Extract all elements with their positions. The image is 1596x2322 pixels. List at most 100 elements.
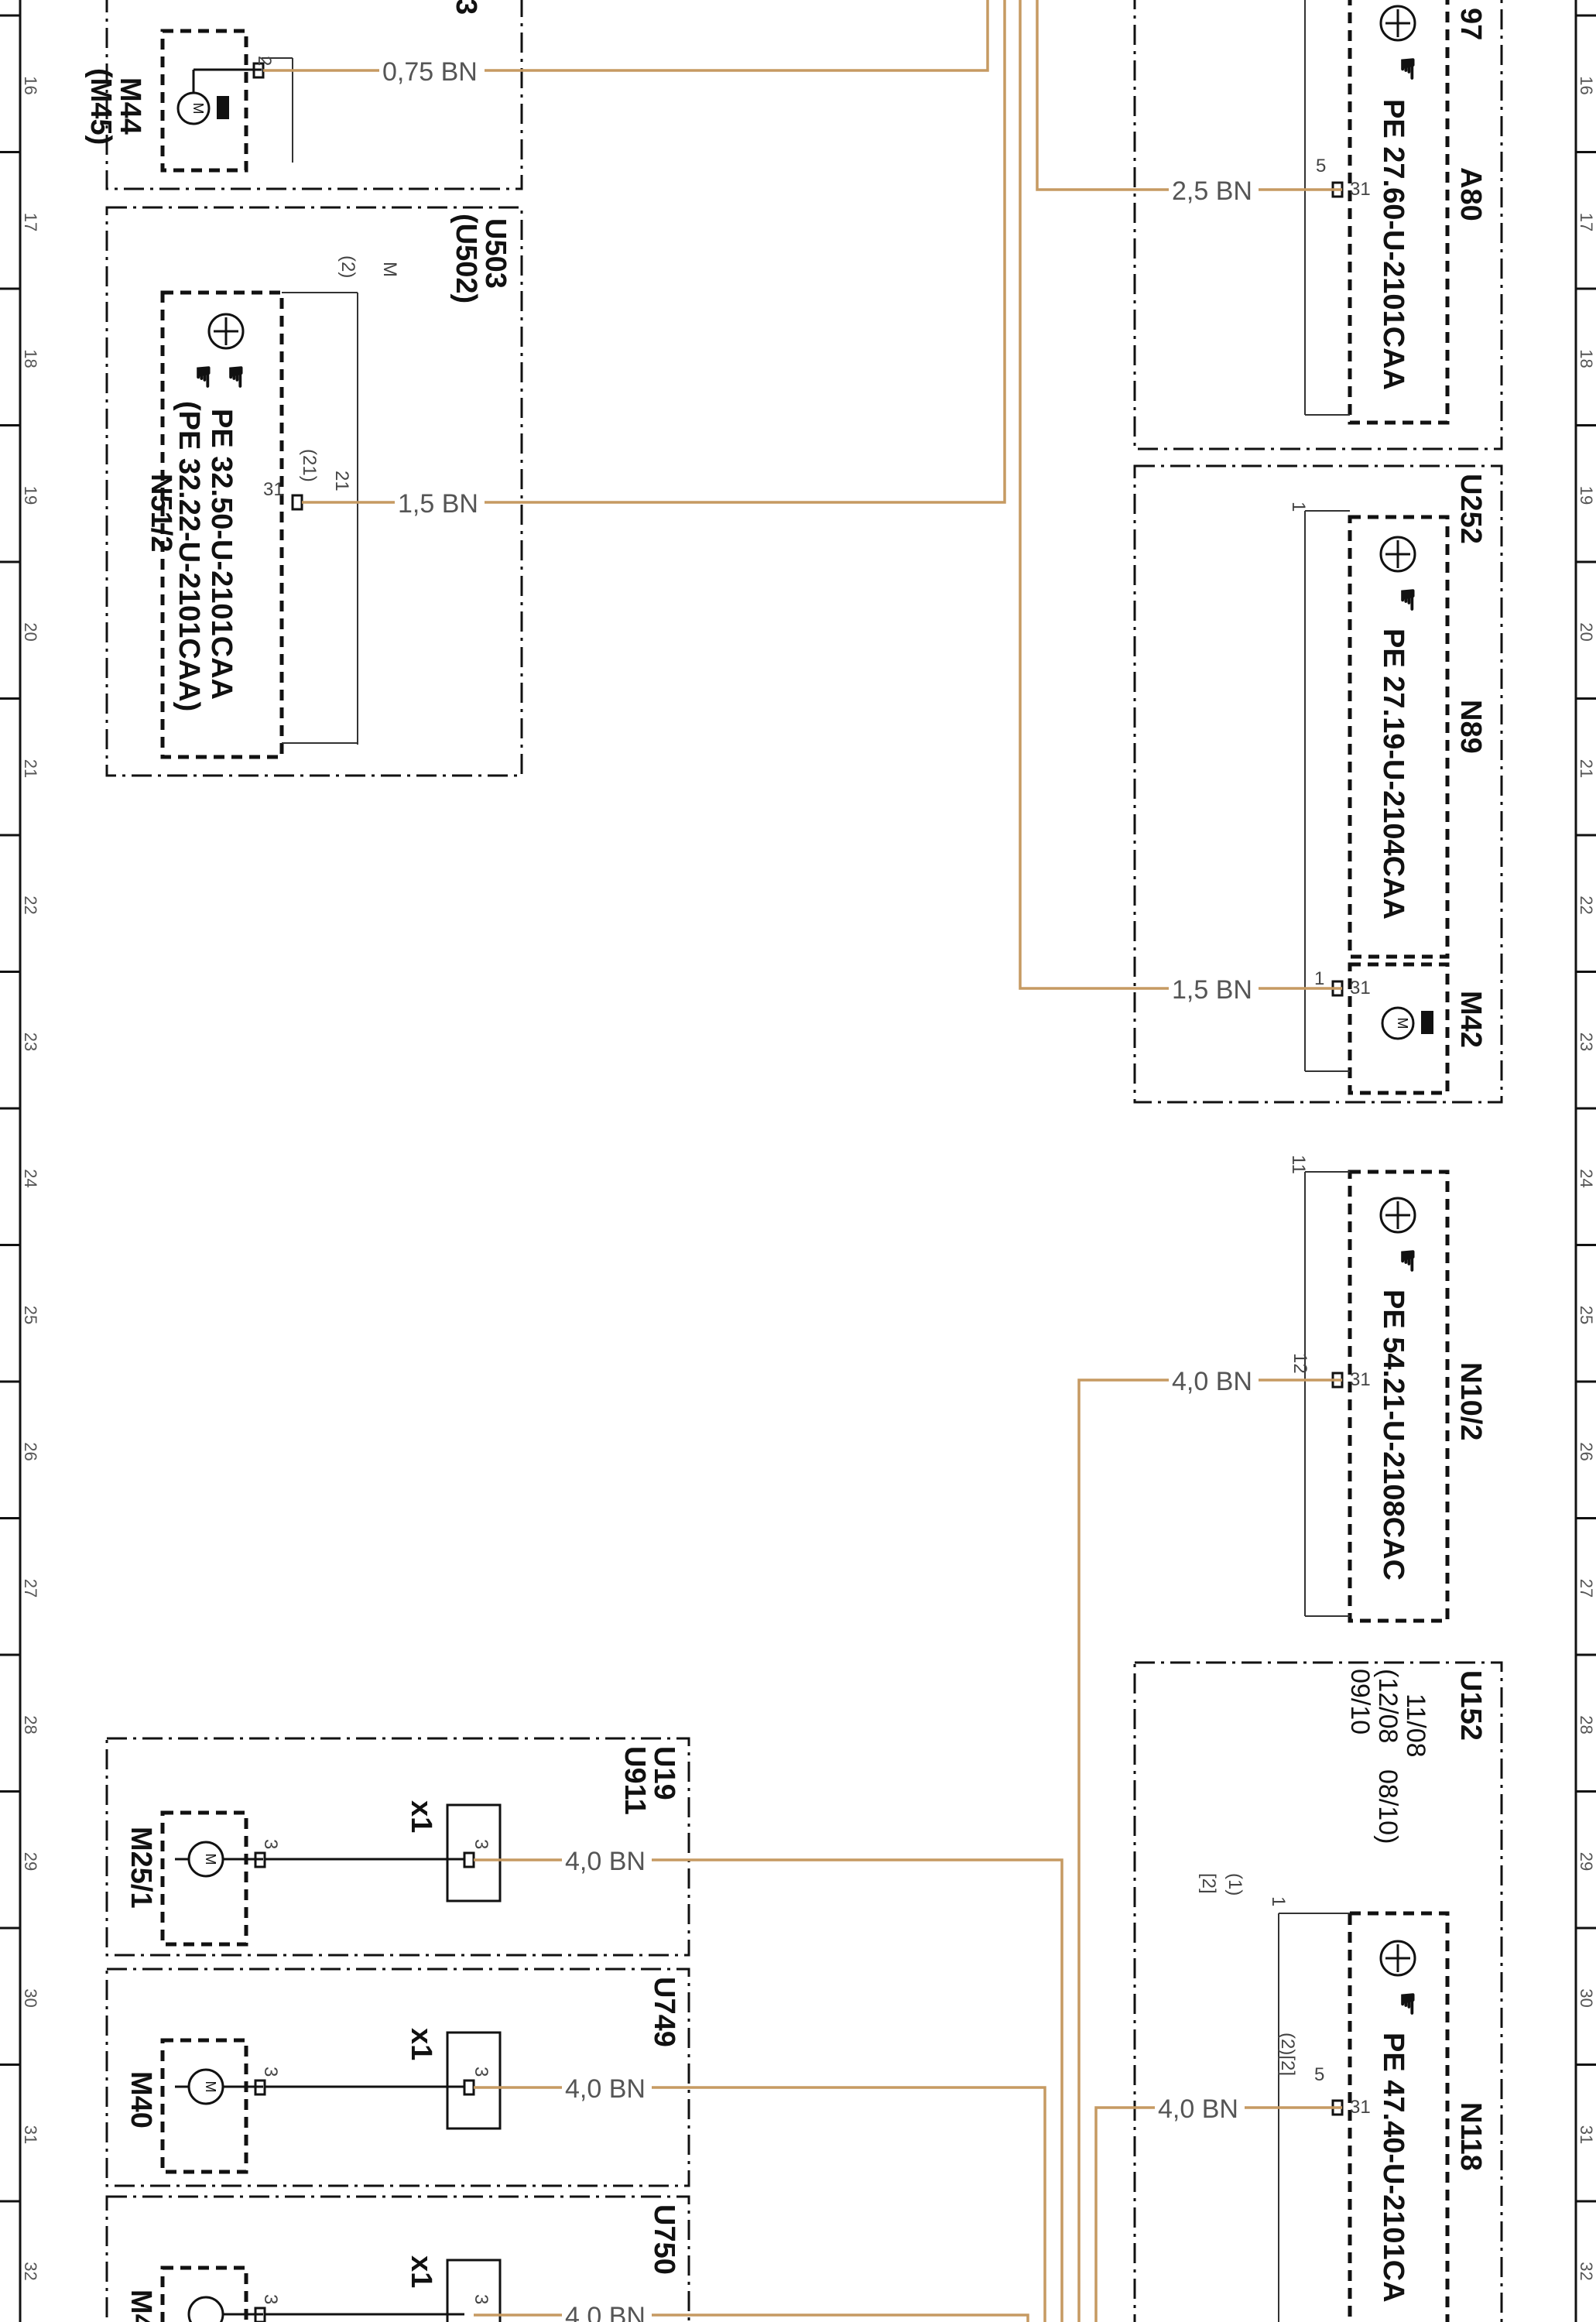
grid-row-number: 24 [21,1169,40,1187]
svg-text:M: M [203,1854,218,1865]
motor-icon: M [175,2068,263,2105]
component-name: N118 [1454,2102,1487,2171]
motor-icon: M [176,68,262,125]
component-name: N10/2 [1454,1362,1487,1440]
partial-label: 3 [450,0,482,15]
grid-row-number: 32 [1577,2262,1596,2280]
pin-label: 11 [1288,1155,1309,1174]
date-range: 09/10 [1345,1669,1375,1735]
grid-row-number: 30 [1577,1988,1596,2007]
wire-labels: 0,75 BN 1,5 BN 2,5 BN 1,5 BN 4,0 BN 4,0 … [379,56,1259,2322]
pin-label: 5 [1314,2064,1324,2085]
pin-label-alt: (2)[2] [1277,2033,1298,2076]
part-number: PE 27.60-U-2101CAA [1377,99,1409,390]
pin-label: 31 [1350,1369,1371,1390]
grid-row-number: 31 [1577,2125,1596,2144]
pin-label: 3 [260,2294,281,2304]
pin-label: 21 [331,471,352,491]
connector-housing [446,1803,502,1902]
grid-row-number: 19 [21,486,40,505]
pin-label-alt: (21) [299,449,320,482]
pin-label: 1 [1288,502,1309,512]
wire-label: 4,0 BN [565,2074,646,2104]
block-u503: ☛ ☛ PE 32.50-U-2101CAA (PE 32.22-U-2101C… [105,206,523,777]
connector-name: x1 [405,2028,437,2060]
grid-row-number: 21 [1577,759,1596,778]
grid-row-number: 26 [1577,1442,1596,1461]
wire-label: 4,0 BN [1172,1367,1252,1396]
grid-row-number: 29 [1577,1852,1596,1871]
grid-row-number: 20 [21,622,40,641]
grid-row-number: 23 [21,1033,40,1051]
module-code: U750 [648,2204,680,2275]
block-u252: ☛ PE 27.19-U-2104CAA U252 N89 1 1 31 M M… [1133,464,1503,1104]
svg-text:M: M [1395,1018,1410,1029]
pin-label: 31 [1350,179,1371,200]
module-code: U19 [648,1746,680,1800]
block-u152: ☛ PE 47.40-U-2101CA U152 N118 11/08 (12/… [1133,1661,1503,2322]
grid-row-number: 30 [21,1988,40,2007]
connector-pin [463,1851,475,1868]
component-name: N51/2 [145,474,177,552]
connector-name: x1 [405,2255,437,2288]
pin-label: 3 [260,1839,281,1849]
ground-wires [263,0,1342,2322]
wire-label: 4,0 BN [565,1847,646,1876]
module-code: U503 [479,218,512,289]
connector-housing [446,2259,502,2322]
module-code: U152 [1454,1670,1487,1741]
block-u19: M 3 3 x1 M25/1 U19 U911 [105,1737,690,1957]
grid-row-number: 29 [21,1852,40,1871]
motor-icon: M [1381,1006,1433,1040]
grid-row-number: 17 [21,213,40,231]
wire-label: 2,5 BN [1172,176,1252,206]
wire-label: 1,5 BN [1172,975,1252,1005]
part-number: PE 27.19-U-2104CAA [1377,628,1409,920]
part-number: PE 47.40-U-2101CA [1377,2033,1409,2303]
grid-row-number: 22 [1577,896,1596,914]
date-range: 11/08 [1401,1694,1430,1758]
block-u749: M 3 3 x1 M40 U749 [105,1968,690,2187]
component-name: M44 [114,77,146,135]
connector-name: x1 [405,1800,437,1833]
grid-row-number: 24 [1577,1169,1596,1187]
svg-text:M: M [203,2081,218,2093]
grid-row-number: 17 [1577,213,1596,231]
part-number: PE 32.50-U-2101CAA [205,409,238,700]
connector-housing [446,2031,502,2130]
pin-label: 1 [1268,1896,1289,1906]
pin-label: 5 [1316,156,1326,176]
connector-pin [463,2079,475,2096]
hand-icon: ☛ [1391,1991,1423,2017]
grid-row-number: 23 [1577,1033,1596,1051]
grid-row-number: 25 [1577,1306,1596,1324]
pin-label-alt: (2) [337,255,358,278]
connector-pin [291,494,303,511]
date-range: 08/10) [1373,1769,1402,1844]
pin-label: 1 [1314,968,1324,989]
motor-icon: M [175,1841,263,1878]
wire-label: 4,0 BN [1158,2094,1238,2124]
block-u750: 3 3 x1 M4 U750 [105,2195,690,2322]
grid-row-number: 27 [1577,1579,1596,1598]
component-alt-name: (M45) [84,68,117,145]
pin-label: 3 [471,2067,491,2077]
date-range: (12/08 [1373,1669,1402,1743]
grid-row-number: 22 [21,896,40,914]
block-m44: M 2 3 M44 (M45) [84,0,523,190]
block-a80: ☛ PE 27.60-U-2101CAA A80 97 5 31 [1133,0,1503,450]
grid-row-number: 26 [21,1442,40,1461]
pin-label: 3 [471,1839,491,1849]
wire-label: 0,75 BN [382,57,478,87]
grid-row-number: 16 [21,76,40,94]
grid-row-number: 27 [21,1579,40,1598]
module-code: U252 [1454,474,1487,544]
part-number-alt: (PE 32.22-U-2101CAA) [173,401,205,711]
grid-row-number: 28 [1577,1715,1596,1734]
hand-icon: ☛ [1391,587,1423,613]
transistor-icon [1379,536,1416,573]
grid-row-number: 25 [21,1306,40,1324]
grid-row-number: 19 [1577,486,1596,505]
grid-row-number: 28 [21,1715,40,1734]
